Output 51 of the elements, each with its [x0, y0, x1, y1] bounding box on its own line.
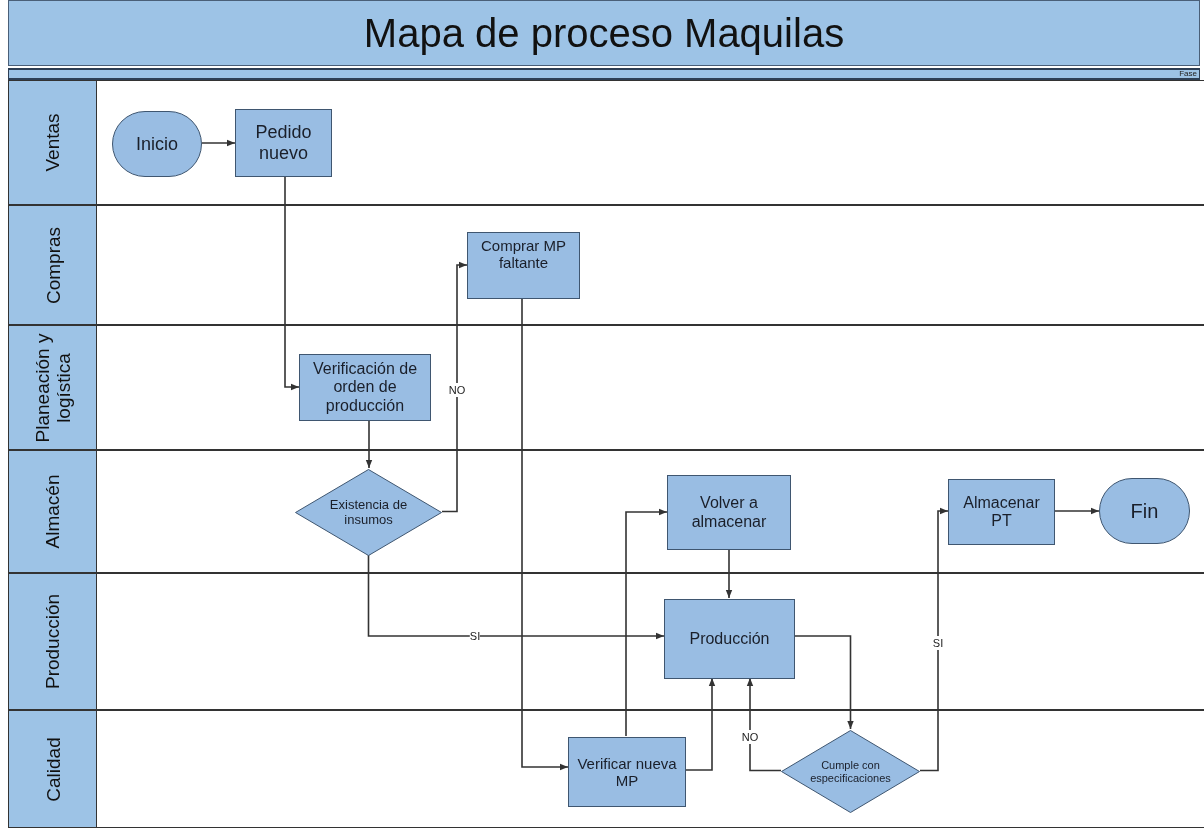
connector-arrow [201, 139, 236, 147]
connector-arrow [367, 554, 665, 640]
swimlane [8, 80, 1204, 205]
swimlane [8, 325, 1204, 450]
node-label: Pedido nuevo [254, 122, 313, 164]
node-label: Inicio [136, 133, 178, 155]
lane-label: Producción [42, 592, 63, 692]
process-box [235, 109, 332, 177]
decision-diamond [781, 730, 920, 813]
lane-label: Ventas [42, 112, 63, 174]
process-box [664, 599, 795, 679]
edge-label: NO [448, 383, 466, 397]
connector-arrow [441, 261, 468, 513]
node-label: Fin [1130, 499, 1159, 523]
process-box [299, 354, 431, 421]
node-label: Existencia de insumos [328, 497, 409, 528]
node-label: Comprar MP faltante [480, 237, 567, 272]
edge-label: SI [469, 629, 481, 643]
lane-label: Calidad [42, 735, 63, 804]
title: Mapa de proceso Maquilas [363, 10, 845, 56]
node-label: Verificar nueva MP [576, 754, 678, 790]
phase-label: Fase [1179, 70, 1197, 78]
connector-arrow [284, 175, 300, 391]
connector-arrow [746, 677, 782, 772]
lane-label: Compras [42, 225, 63, 306]
process-box [467, 232, 580, 299]
node-label: Producción [689, 629, 770, 649]
node-label: Cumple con especificaciones [809, 758, 892, 785]
connector-arrow [919, 507, 949, 772]
swimlane [8, 450, 1204, 573]
decision-diamond [295, 469, 442, 556]
process-box [948, 479, 1055, 545]
node-label: Verificación de orden de producción [311, 359, 419, 416]
connector-arrow [1054, 507, 1100, 515]
connector-arrow [365, 419, 373, 469]
swimlane [8, 573, 1204, 710]
connector-arrow [685, 677, 716, 771]
process-box [667, 475, 791, 550]
connector-arrow [725, 548, 733, 599]
swimlane [8, 710, 1204, 828]
edge-label: SI [932, 636, 944, 650]
connector-arrow [625, 508, 668, 737]
connector-arrow [521, 297, 569, 771]
process-box [568, 737, 686, 807]
node-label: Almacenar PT [962, 493, 1041, 531]
edge-label: NO [741, 730, 759, 744]
swimlane [8, 205, 1204, 325]
lane-label: Almacén [42, 473, 63, 551]
node-label: Volver a almacenar [690, 494, 768, 531]
connector-arrow [794, 635, 854, 730]
lane-label: Planeación y logística [31, 332, 74, 443]
